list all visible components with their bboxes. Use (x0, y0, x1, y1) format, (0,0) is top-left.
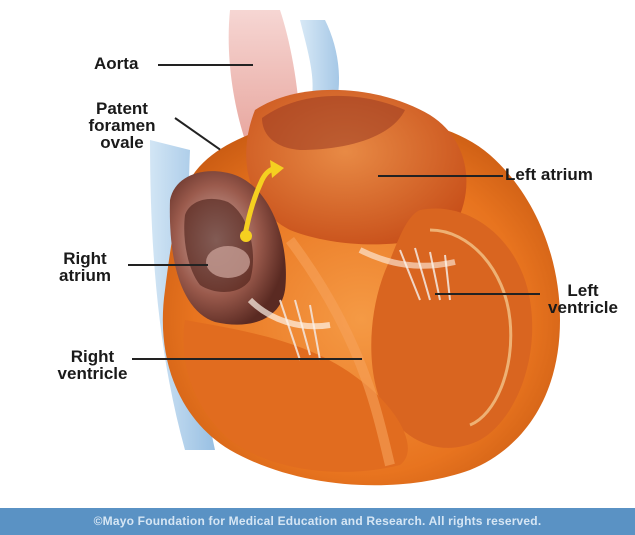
aorta-leader (158, 64, 253, 66)
label-right-atrium: Right atrium (40, 250, 130, 284)
left-ventricle-leader (435, 293, 540, 295)
label-patent-foramen-ovale: Patent foramen ovale (72, 100, 172, 151)
label-left-ventricle: Left ventricle (538, 282, 628, 316)
label-pfo-line1: Patent (72, 100, 172, 117)
label-right-atrium-line1: Right (40, 250, 130, 267)
right-atrium-leader (128, 264, 208, 266)
label-right-ventricle-line2: ventricle (40, 365, 145, 382)
label-pfo-line2: foramen (72, 117, 172, 134)
label-left-atrium: Left atrium (505, 166, 593, 183)
copyright-footer: ©Mayo Foundation for Medical Education a… (0, 508, 635, 535)
label-right-atrium-line2: atrium (40, 267, 130, 284)
left-atrium-leader (378, 175, 503, 177)
label-left-ventricle-line1: Left (538, 282, 628, 299)
label-right-ventricle: Right ventricle (40, 348, 145, 382)
label-right-ventricle-line1: Right (40, 348, 145, 365)
label-left-ventricle-line2: ventricle (538, 299, 628, 316)
label-aorta: Aorta (94, 55, 138, 72)
label-pfo-line3: ovale (72, 134, 172, 151)
right-ventricle-leader (132, 358, 362, 360)
